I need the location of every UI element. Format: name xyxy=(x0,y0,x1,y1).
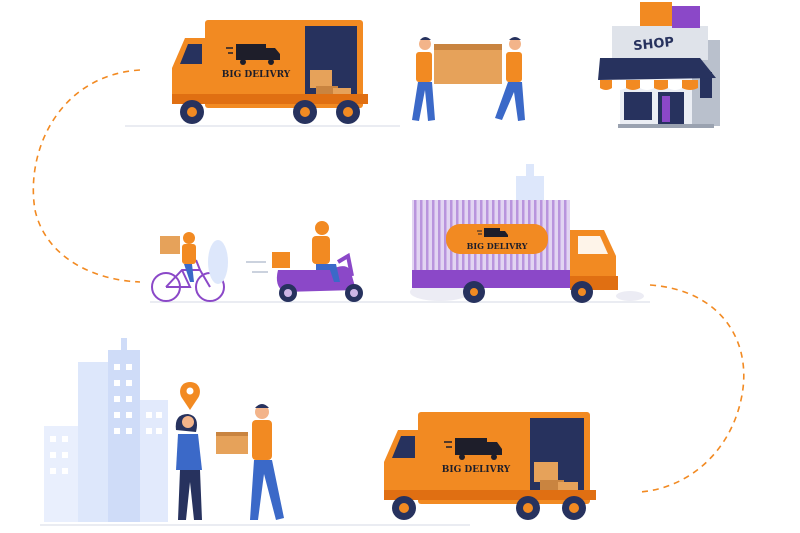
truck-logo-text: BIG DELIVRY xyxy=(222,70,291,80)
shop-sign-text: SHOP xyxy=(633,35,675,54)
route-path xyxy=(32,69,745,493)
workers-carrying-box xyxy=(412,37,525,121)
package-handoff xyxy=(175,382,284,520)
city-buildings xyxy=(44,338,168,522)
shop-building: SHOP xyxy=(598,2,720,128)
cargo-truck-middle: BIG DELIVRY xyxy=(410,164,644,303)
delivery-truck-top: BIG DELIVRY xyxy=(172,20,368,124)
truck-logo-text: BIG DELIVRY xyxy=(467,241,528,251)
scooter-courier xyxy=(246,221,363,302)
truck-logo-icon xyxy=(444,438,502,460)
truck-logo-icon xyxy=(226,44,280,65)
truck-logo-icon xyxy=(477,228,508,237)
location-pin-icon xyxy=(180,382,200,410)
delivery-truck-bottom: BIG DELIVRY xyxy=(384,412,596,520)
ground-lines xyxy=(40,125,650,526)
bicycle-courier xyxy=(151,232,228,302)
truck-logo-text: BIG DELIVRY xyxy=(442,465,511,475)
